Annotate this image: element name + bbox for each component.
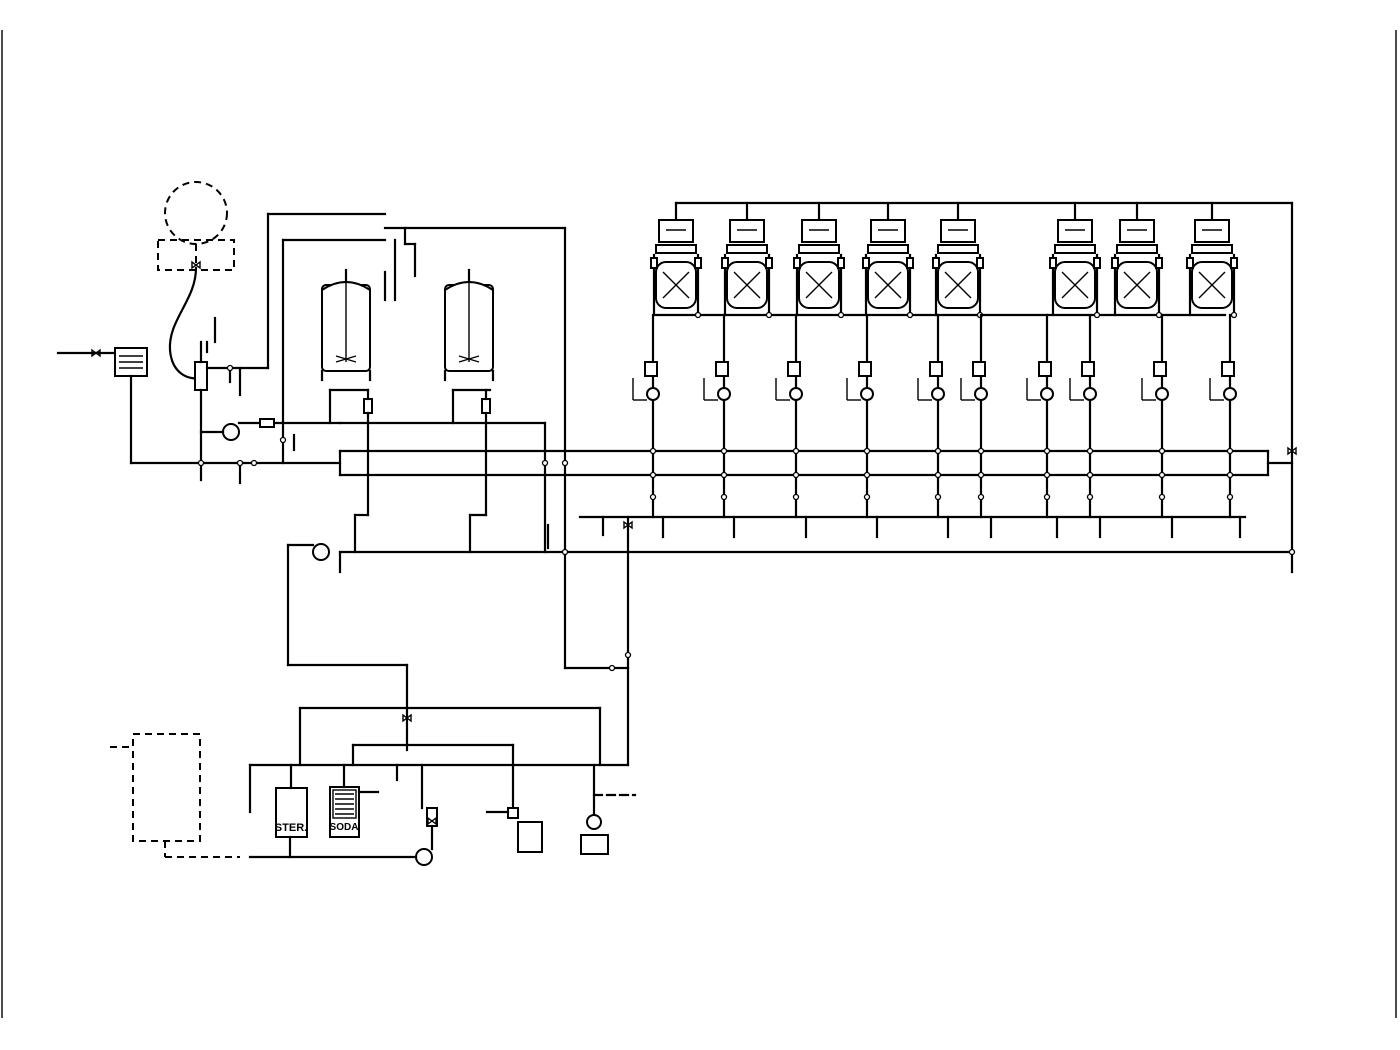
vat-control-box xyxy=(729,219,765,243)
cheese-vat-6 xyxy=(1049,201,1101,319)
pump-impeller xyxy=(1083,387,1097,401)
pump-impeller xyxy=(860,387,874,401)
vat-pump-unit-6 xyxy=(960,313,993,539)
vat-control-box xyxy=(1119,219,1155,243)
vat-agitator xyxy=(944,271,972,299)
pump-impeller xyxy=(1040,387,1054,401)
vat-pump-unit-3 xyxy=(775,313,808,539)
vat-agitator xyxy=(1123,271,1151,299)
vat-pump-unit-4 xyxy=(846,313,879,539)
vat-agitator xyxy=(1061,271,1089,299)
cheese-vat-row xyxy=(650,201,1294,319)
feed-pump xyxy=(222,423,240,441)
cheese-vat-8 xyxy=(1186,201,1238,319)
valve-symbols xyxy=(91,260,1297,826)
chemical-pump xyxy=(586,814,602,830)
pump-motor xyxy=(1153,361,1167,377)
main-headers xyxy=(338,201,1296,767)
ster-label: STER. xyxy=(275,822,307,834)
vat-pump-unit-5 xyxy=(917,313,950,539)
cheese-vat-3 xyxy=(793,201,845,319)
vat-pump-row xyxy=(632,313,1242,539)
pump-motor xyxy=(858,361,872,377)
vat-pump-unit-7 xyxy=(1026,313,1059,539)
cip-supply-pump xyxy=(415,848,433,866)
pump-motor xyxy=(929,361,943,377)
cheese-vat-2 xyxy=(721,201,773,319)
vat-pump-unit-1 xyxy=(632,313,665,539)
vat-pump-unit-10 xyxy=(1209,313,1242,539)
pump-impeller xyxy=(931,387,945,401)
vat-agitator xyxy=(874,271,902,299)
vat-control-box xyxy=(801,219,837,243)
dosing-tank xyxy=(517,821,543,853)
vat-pump-unit-2 xyxy=(703,313,736,539)
cheese-vat-7 xyxy=(1111,201,1163,319)
cheese-vat-1 xyxy=(650,201,702,319)
intake-section xyxy=(56,181,387,485)
vat-control-box xyxy=(1057,219,1093,243)
vat-agitator xyxy=(733,271,761,299)
vat-control-box xyxy=(1194,219,1230,243)
vat-agitator xyxy=(805,271,833,299)
chemical-tank xyxy=(580,834,609,855)
cheese-vat-5 xyxy=(932,201,984,319)
vat-agitator xyxy=(662,271,690,299)
vat-control-box xyxy=(870,219,906,243)
intake-hose xyxy=(168,266,202,380)
flow-meter xyxy=(259,418,275,428)
vat-pump-unit-8 xyxy=(1069,313,1102,539)
cip-return-pump xyxy=(312,543,330,561)
pump-impeller xyxy=(789,387,803,401)
pump-impeller xyxy=(974,387,988,401)
cip-section: STER. SODA xyxy=(110,543,637,866)
tank-2-outlet-valve xyxy=(481,398,491,414)
external-unit-dashed xyxy=(132,733,201,842)
storage-tanks xyxy=(281,226,567,670)
pump-motor xyxy=(972,361,986,377)
vat-pump-unit-9 xyxy=(1141,313,1174,539)
soda-label: SODA xyxy=(330,822,359,833)
tanker-dashed-outline xyxy=(164,181,228,245)
pump-impeller xyxy=(1155,387,1169,401)
deaerator xyxy=(194,361,208,391)
pump-motor xyxy=(1038,361,1052,377)
pump-motor xyxy=(715,361,729,377)
vat-control-box xyxy=(658,219,694,243)
pump-motor xyxy=(1221,361,1235,377)
cheese-vat-4 xyxy=(862,201,914,319)
pump-motor xyxy=(1081,361,1095,377)
tank-1-outlet-valve xyxy=(363,398,373,414)
soda-tank xyxy=(329,786,360,838)
pump-motor xyxy=(787,361,801,377)
pump-motor xyxy=(644,361,658,377)
pump-impeller xyxy=(717,387,731,401)
pump-impeller xyxy=(1223,387,1237,401)
vat-control-box xyxy=(940,219,976,243)
vat-agitator xyxy=(1198,271,1226,299)
pump-impeller xyxy=(646,387,660,401)
